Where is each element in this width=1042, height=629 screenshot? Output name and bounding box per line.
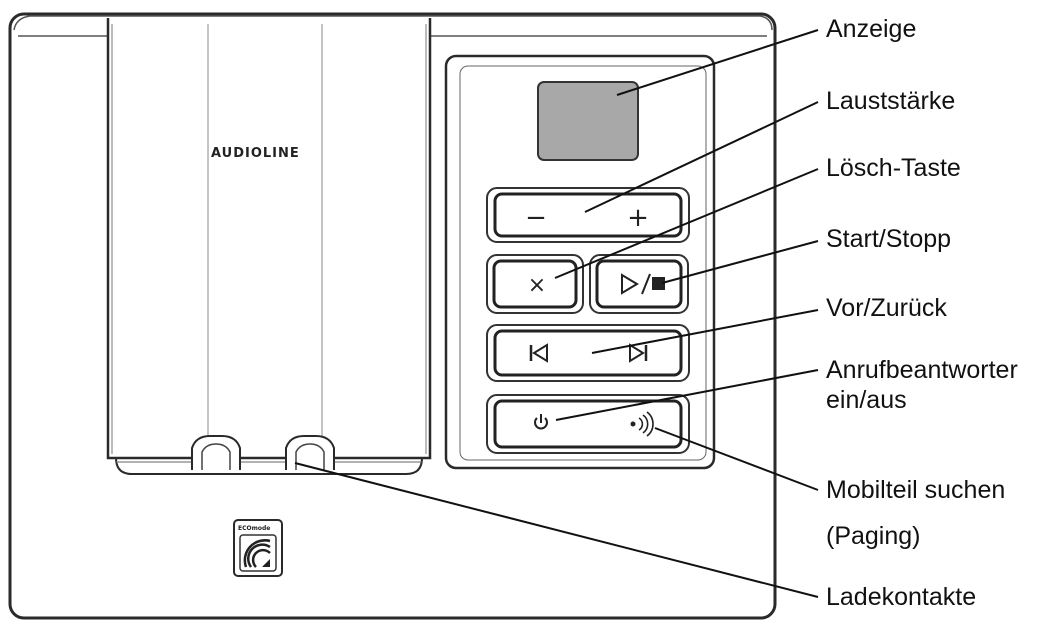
skip-forward-icon	[629, 343, 648, 363]
callout-answering-machine: Anrufbeantworter ein/aus	[826, 355, 1018, 415]
leader-answering-machine	[555, 369, 819, 421]
leader-charging	[294, 462, 819, 598]
brand-logo: AUDIOLINE	[211, 146, 300, 161]
slash-icon	[641, 273, 651, 295]
callout-delete-key: Lösch-Taste	[826, 154, 961, 182]
lcd-display	[537, 81, 639, 161]
delete-button[interactable]: ×	[486, 254, 584, 314]
start-stop-button[interactable]	[589, 254, 689, 314]
paging-icon	[630, 411, 654, 437]
callout-paging: Mobilteil suchen (Paging)	[826, 467, 1005, 559]
callout-start-stop: Start/Stopp	[826, 225, 952, 253]
leader-display	[616, 29, 819, 96]
skip-button[interactable]	[486, 324, 690, 382]
callout-paging-line1: Mobilteil suchen	[826, 476, 1006, 504]
charging-contacts	[191, 435, 335, 470]
callout-skip: Vor/Zurück	[826, 294, 947, 322]
handset-cradle	[106, 18, 432, 475]
skip-back-icon	[529, 343, 548, 363]
volume-button[interactable]: − +	[486, 187, 690, 243]
volume-plus-label: +	[627, 203, 649, 233]
play-icon	[621, 273, 639, 295]
delete-label: ×	[528, 273, 546, 298]
stop-icon	[652, 277, 665, 290]
power-paging-button[interactable]	[486, 394, 690, 454]
callout-volume: Lauststärke	[826, 87, 956, 115]
callout-paging-line2: (Paging)	[826, 522, 921, 550]
leader-lines	[294, 29, 819, 598]
eco-badge-label: ECOmode	[238, 525, 270, 532]
leader-volume	[584, 101, 819, 213]
eco-mode-badge: ECOmode	[233, 519, 283, 577]
leader-paging	[654, 427, 819, 491]
callout-charging-contacts: Ladekontakte	[826, 583, 977, 611]
callout-display: Anzeige	[826, 15, 917, 43]
leader-delete	[554, 168, 819, 279]
callout-answering-machine-line2: ein/aus	[826, 386, 907, 414]
leader-start-stop	[661, 240, 819, 284]
power-icon	[534, 414, 548, 430]
leader-skip	[591, 309, 819, 354]
volume-minus-label: −	[525, 203, 547, 233]
callout-answering-machine-line1: Anrufbeantworter	[826, 356, 1018, 384]
